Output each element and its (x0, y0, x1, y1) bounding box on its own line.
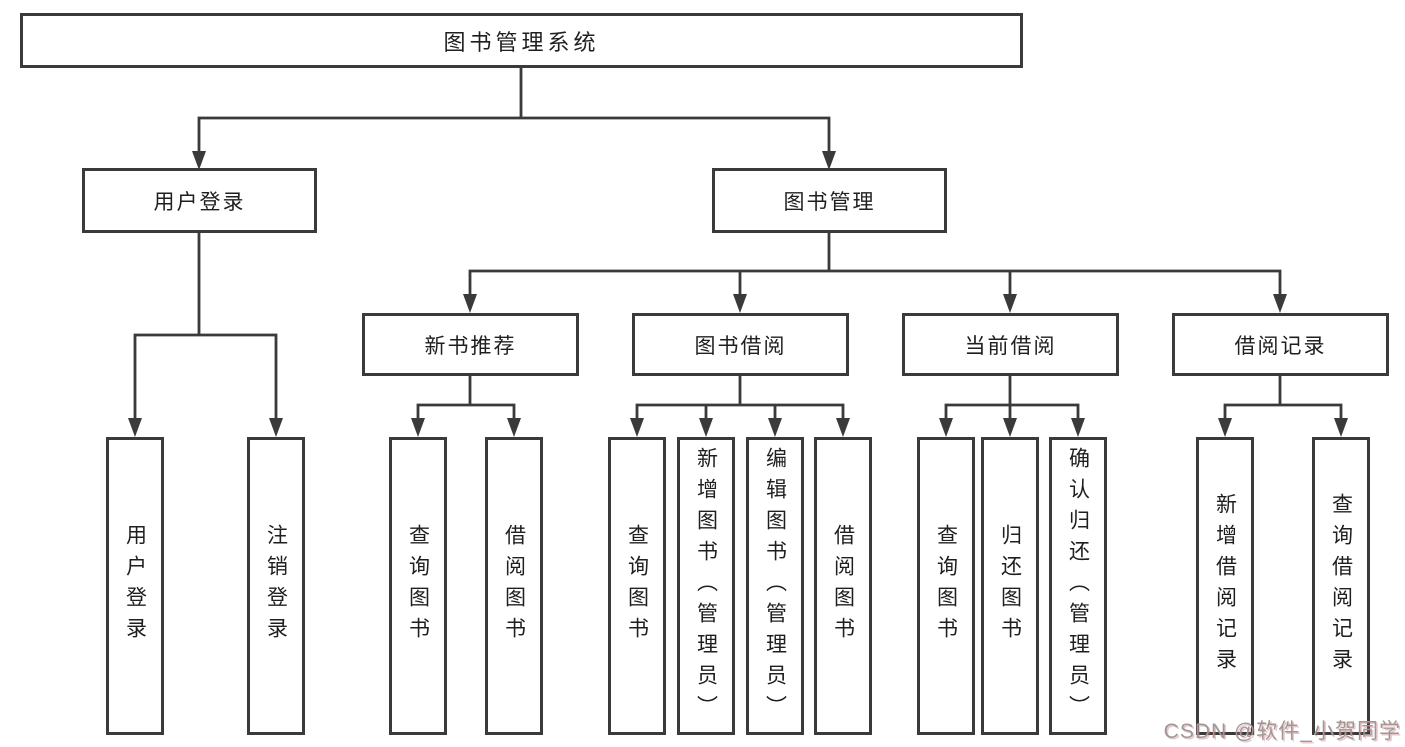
book-borrow-node: 图书借阅 (632, 313, 849, 376)
leaf-cb-confirm-return-admin: 确认归还（管理员） (1049, 437, 1107, 735)
leaf-nbr-query-books: 查询图书 (389, 437, 447, 735)
leaf-cb-return-books-label: 归还图书 (998, 524, 1022, 648)
leaf-bb-borrow-books-label: 借阅图书 (831, 524, 855, 648)
borrow-records-label: 借阅记录 (1234, 334, 1327, 358)
leaf-bb-edit-books-admin: 编辑图书（管理员） (746, 437, 804, 735)
leaf-br-add-record: 新增借阅记录 (1196, 437, 1254, 735)
current-borrow-node: 当前借阅 (902, 313, 1119, 376)
leaf-nbr-borrow-books: 借阅图书 (485, 437, 543, 735)
leaf-bb-add-books-admin: 新增图书（管理员） (677, 437, 735, 735)
watermark-text: CSDN @软件_小贺同学 (1163, 720, 1401, 743)
new-book-rec-node: 新书推荐 (362, 313, 579, 376)
leaf-bb-add-books-admin-label: 新增图书（管理员） (694, 446, 718, 726)
current-borrow-label: 当前借阅 (964, 334, 1057, 358)
book-mgmt-label: 图书管理 (783, 190, 876, 214)
leaf-nbr-borrow-books-label: 借阅图书 (502, 524, 526, 648)
arrowheads (128, 151, 1348, 437)
book-borrow-label: 图书借阅 (694, 334, 787, 358)
leaf-nbr-query-books-label: 查询图书 (406, 524, 430, 648)
leaf-cb-return-books: 归还图书 (981, 437, 1039, 735)
system-root-node: 图书管理系统 (20, 13, 1023, 68)
leaf-cb-confirm-return-admin-label: 确认归还（管理员） (1066, 446, 1090, 726)
system-root-label: 图书管理系统 (443, 29, 600, 55)
leaf-bb-query-books: 查询图书 (608, 437, 666, 735)
leaf-logout-label: 注销登录 (264, 524, 288, 648)
connector-segments (133, 66, 1343, 423)
leaf-bb-edit-books-admin-label: 编辑图书（管理员） (763, 446, 787, 726)
leaf-cb-query-books: 查询图书 (917, 437, 975, 735)
leaf-bb-borrow-books: 借阅图书 (814, 437, 872, 735)
leaf-user-login: 用户登录 (106, 437, 164, 735)
leaf-cb-query-books-label: 查询图书 (934, 524, 958, 648)
new-book-rec-label: 新书推荐 (424, 334, 517, 358)
leaf-br-query-record: 查询借阅记录 (1312, 437, 1370, 735)
leaf-br-query-record-label: 查询借阅记录 (1329, 493, 1353, 679)
user-login-label: 用户登录 (153, 190, 246, 214)
leaf-logout: 注销登录 (247, 437, 305, 735)
book-mgmt-node: 图书管理 (712, 168, 947, 233)
leaf-bb-query-books-label: 查询图书 (625, 524, 649, 648)
leaf-user-login-label: 用户登录 (123, 524, 147, 648)
borrow-records-node: 借阅记录 (1172, 313, 1389, 376)
leaf-br-add-record-label: 新增借阅记录 (1213, 493, 1237, 679)
user-login-node: 用户登录 (82, 168, 317, 233)
